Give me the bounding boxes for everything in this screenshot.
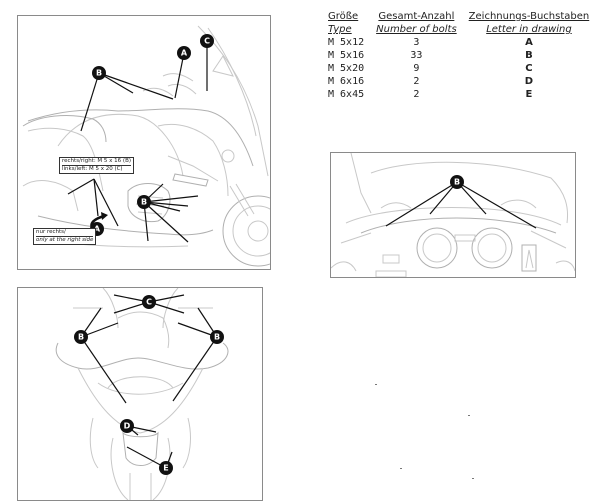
callout-line-left: links/left: M 5 x 20 (C) — [62, 165, 131, 173]
svg-text:B: B — [454, 178, 460, 187]
marker-b-right: B — [210, 330, 224, 344]
bolt-count: 9 — [413, 63, 420, 74]
callout-line-right: rechts/right: M 5 x 16 (B) — [62, 158, 131, 164]
scan-speck — [472, 478, 474, 479]
marker-b-engine: B — [137, 195, 151, 209]
marker-b-upper: B — [92, 66, 106, 80]
dashboard-view-panel: B — [330, 152, 576, 278]
marker-a-upper: A — [177, 46, 191, 60]
table-row: M 6x16 2 D — [322, 75, 595, 88]
svg-text:D: D — [124, 422, 131, 431]
bolt-count: 2 — [413, 76, 420, 87]
header-count-de: Gesamt-Anzahl — [378, 11, 455, 22]
bolt-type: M 5x12 — [328, 37, 365, 48]
dashboard-sketch — [331, 153, 575, 277]
svg-text:A: A — [181, 49, 188, 58]
motorcycle-front-sketch — [55, 288, 229, 500]
header-size-en: Type — [328, 24, 352, 35]
svg-text:C: C — [146, 298, 152, 307]
bolt-letter: A — [525, 37, 533, 48]
bolt-type: M 5x20 — [328, 63, 365, 74]
svg-text:B: B — [96, 69, 102, 78]
callout-right-only: nur rechts/ only at the right side — [33, 228, 97, 245]
marker-b-left: B — [74, 330, 88, 344]
bolt-type: M 6x45 — [328, 89, 365, 100]
header-letter-de: Zeichnungs-Buchstaben — [468, 11, 590, 22]
table-row: M 5x16 33 B — [322, 49, 595, 62]
front-view-panel: C B B D E — [17, 287, 263, 501]
bolt-type: M 6x16 — [328, 76, 365, 87]
svg-text:B: B — [214, 333, 220, 342]
front-view-drawing: C B B D E — [55, 288, 229, 500]
header-count-en: Number of bolts — [376, 24, 457, 35]
callout-line-en: only at the right side — [36, 236, 94, 243]
table-row: M 6x45 2 E — [322, 88, 595, 101]
bolt-count: 2 — [413, 89, 420, 100]
marker-e: E — [159, 461, 173, 475]
header-letter-en: Letter in drawing — [486, 24, 572, 35]
header-size-de: Größe — [328, 11, 359, 22]
callout-line-de: nur rechts/ — [36, 229, 66, 235]
svg-text:E: E — [163, 464, 168, 473]
scan-speck — [375, 384, 377, 385]
marker-b: B — [450, 175, 464, 189]
svg-text:A: A — [94, 225, 101, 234]
table-row: M 5x12 3 A — [322, 36, 595, 49]
bolt-type: M 5x16 — [328, 50, 365, 61]
bolt-table: Größe Gesamt-Anzahl Zeichnungs-Buchstabe… — [322, 10, 595, 101]
side-view-drawing: B A C B A — [22, 25, 270, 267]
bolt-count: 33 — [410, 50, 423, 61]
svg-text:B: B — [141, 198, 147, 207]
bolt-letter: D — [524, 76, 534, 87]
bolt-letter: C — [525, 63, 533, 74]
svg-text:C: C — [204, 37, 210, 46]
table-header-en: Type Number of bolts Letter in drawing — [322, 23, 595, 36]
marker-c-upper: C — [200, 34, 214, 48]
dashboard-drawing: B — [331, 153, 575, 277]
leader-lines — [80, 294, 218, 469]
bolt-count: 3 — [413, 37, 420, 48]
scan-speck — [468, 415, 470, 416]
scan-speck — [400, 468, 402, 469]
leader-lines — [67, 41, 208, 243]
marker-c: C — [142, 295, 156, 309]
table-header-de: Größe Gesamt-Anzahl Zeichnungs-Buchstabe… — [322, 10, 595, 23]
side-view-panel: B A C B A rechts/right: M 5 x 16 (B) lin… — [17, 15, 271, 270]
bolt-letter: B — [525, 50, 533, 61]
bolt-letter: E — [525, 89, 533, 100]
callout-bolt-size: rechts/right: M 5 x 16 (B) links/left: M… — [59, 157, 134, 174]
svg-text:B: B — [78, 333, 84, 342]
table-row: M 5x20 9 C — [322, 62, 595, 75]
marker-d: D — [120, 419, 134, 433]
